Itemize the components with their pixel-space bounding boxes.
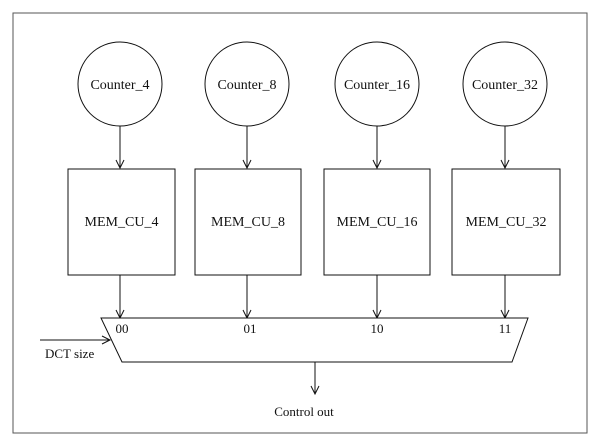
counter-16-label: Counter_16	[344, 78, 410, 93]
counter-32-node: Counter_32	[462, 41, 548, 127]
mem-cu-16-block: MEM_CU_16	[323, 168, 431, 276]
mem-cu-32-block: MEM_CU_32	[451, 168, 561, 276]
diagram-frame	[12, 12, 588, 434]
mem-cu-16-label: MEM_CU_16	[337, 215, 418, 230]
counter-8-label: Counter_8	[217, 78, 276, 93]
counter-16-node: Counter_16	[334, 41, 420, 127]
multiplexer: 00 01 10 11	[100, 317, 529, 363]
mem-cu-8-label: MEM_CU_8	[211, 215, 285, 230]
counter-4-label: Counter_4	[90, 78, 149, 93]
counter-8-node: Counter_8	[204, 41, 290, 127]
mem-cu-4-block: MEM_CU_4	[67, 168, 176, 276]
dct-size-select: DCT size	[40, 335, 112, 361]
mem-cu-32-label: MEM_CU_32	[466, 215, 547, 230]
mux-input-10: 10	[371, 321, 384, 336]
counter-32-label: Counter_32	[472, 78, 538, 93]
mux-input-00: 00	[116, 321, 129, 336]
mux-input-11: 11	[499, 321, 512, 336]
control-out-label: Control out	[274, 404, 334, 419]
mem-cu-8-block: MEM_CU_8	[194, 168, 302, 276]
counter-to-mem-arrows	[115, 126, 510, 170]
counter-4-node: Counter_4	[77, 41, 163, 127]
mux-input-01: 01	[244, 321, 257, 336]
dct-size-label: DCT size	[45, 346, 94, 361]
mem-to-mux-arrows	[115, 275, 510, 320]
mem-cu-4-label: MEM_CU_4	[85, 215, 159, 230]
control-out: Control out	[274, 362, 334, 419]
